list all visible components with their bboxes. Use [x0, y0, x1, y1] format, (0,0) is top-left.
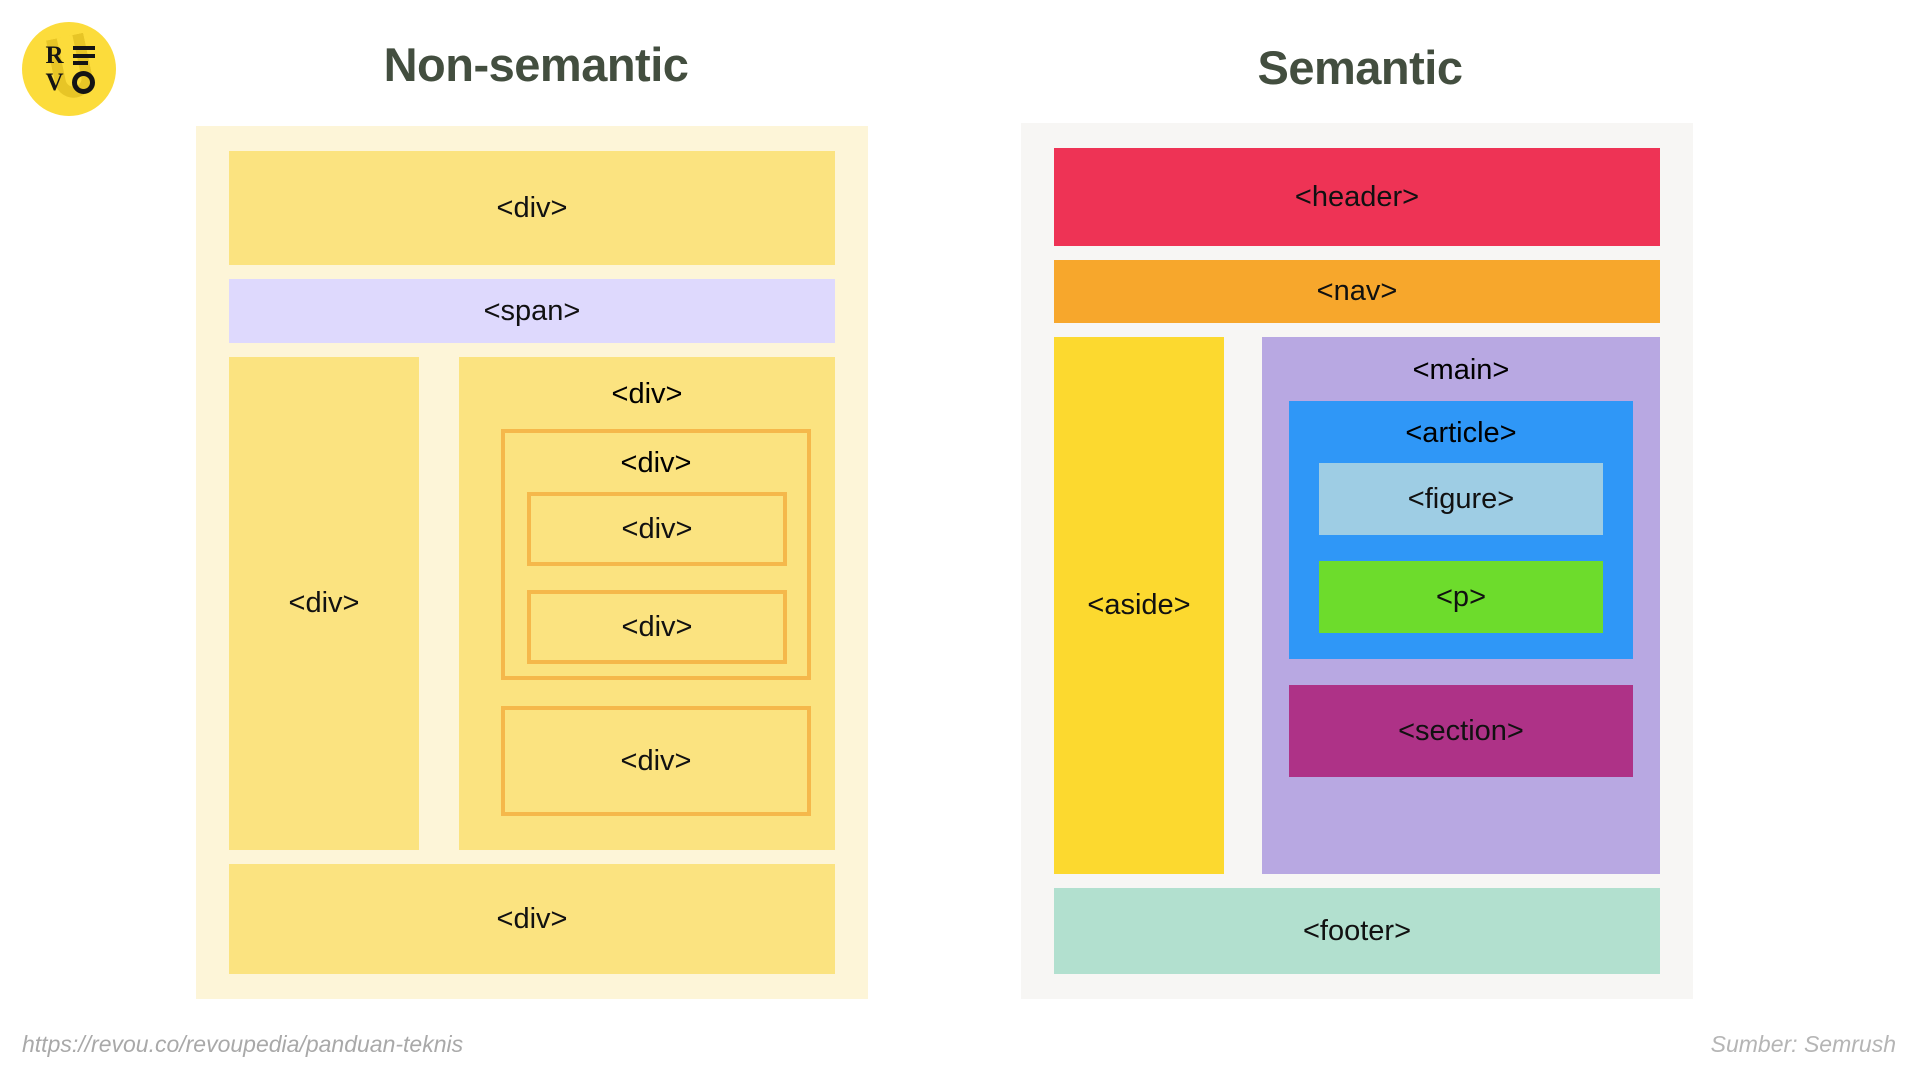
block-paragraph: <p> — [1319, 561, 1603, 633]
source-attribution-caption: Sumber: Semrush — [1710, 1031, 1896, 1057]
block-div-content: <div> <div> <div> <div> <div> — [459, 357, 835, 850]
block-div-content-label: <div> — [611, 378, 683, 410]
block-figure: <figure> — [1319, 463, 1603, 535]
circle-o-icon — [72, 71, 95, 94]
semantic-middle-row: <aside> <main> <article> <figure> <p> <s… — [1054, 337, 1660, 874]
logo-letter-grid: R V — [22, 22, 116, 116]
block-div-top: <div> — [229, 151, 835, 265]
logo-letter-r: R — [45, 42, 64, 69]
block-div-nested-level1: <div> <div> <div> — [501, 429, 811, 680]
menu-bars-icon — [72, 46, 95, 65]
column-title-semantic: Semantic — [1257, 41, 1463, 94]
article-gap — [1319, 535, 1603, 561]
block-span: <span> — [229, 279, 835, 343]
source-url-caption: https://revou.co/revoupedia/panduan-tekn… — [22, 1031, 464, 1057]
revou-logo: R V — [22, 22, 116, 116]
non-semantic-middle-row: <div> <div> <div> <div> <div> <div> — [229, 357, 835, 850]
block-article: <article> <figure> <p> — [1289, 401, 1633, 659]
block-nav: <nav> — [1054, 260, 1660, 323]
nested-gap — [505, 566, 807, 590]
block-div-nested-level1-label: <div> — [620, 447, 692, 479]
block-section: <section> — [1289, 685, 1633, 777]
block-div-sidebar: <div> — [229, 357, 419, 850]
block-footer: <footer> — [1054, 888, 1660, 974]
semantic-panel: <header> <nav> <aside> <main> <article> … — [1021, 123, 1693, 999]
logo-letter-v: V — [45, 69, 64, 96]
block-aside: <aside> — [1054, 337, 1224, 874]
block-article-label: <article> — [1405, 417, 1517, 449]
block-div-sibling: <div> — [501, 706, 811, 816]
block-div-nested-level2-b: <div> — [527, 590, 787, 664]
block-main: <main> <article> <figure> <p> <section> — [1262, 337, 1660, 874]
block-header: <header> — [1054, 148, 1660, 246]
block-div-bottom: <div> — [229, 864, 835, 974]
block-div-nested-level2-a: <div> — [527, 492, 787, 566]
column-title-non-semantic: Non-semantic — [383, 38, 689, 91]
non-semantic-panel: <div> <span> <div> <div> <div> <div> <di… — [196, 126, 868, 999]
block-main-label: <main> — [1412, 354, 1510, 386]
